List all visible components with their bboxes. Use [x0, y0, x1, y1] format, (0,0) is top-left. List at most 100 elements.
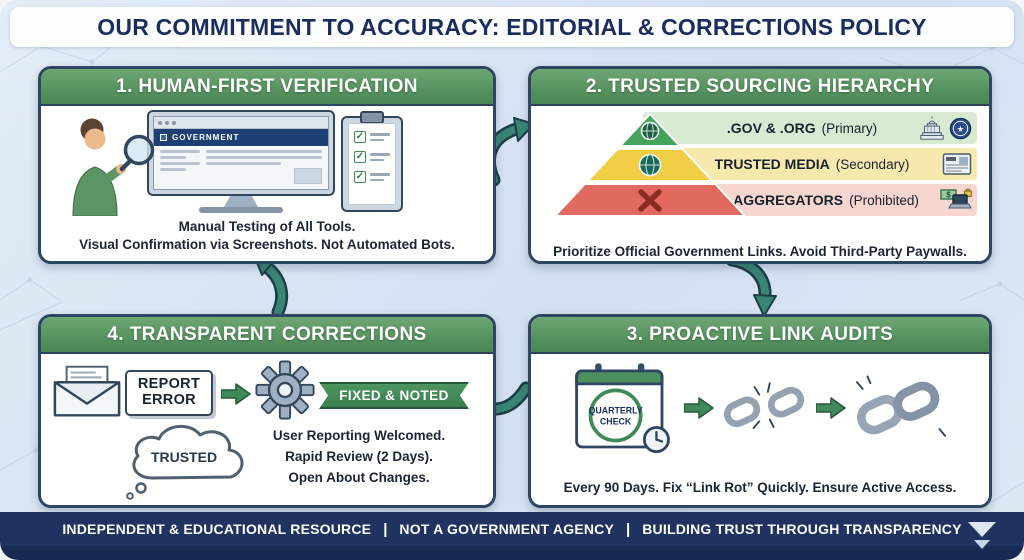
panel-3-header: 3. PROACTIVE LINK AUDITS	[531, 317, 989, 354]
header-band: OUR COMMITMENT TO ACCURACY: EDITORIAL & …	[10, 7, 1014, 47]
tier-gov-name: .GOV & .ORG	[726, 120, 816, 136]
audit-illustration-row: QUARTERLY CHECK	[535, 356, 985, 460]
screen-government-label: GOVERNMENT	[172, 133, 240, 142]
globe-icon	[640, 121, 660, 141]
trusted-cloud-icon: TRUSTED	[126, 425, 244, 500]
browser-bar	[154, 117, 328, 129]
tier-media-icons	[942, 152, 972, 176]
audits-caption: Every 90 Days. Fix “Link Rot” Quickly. E…	[563, 480, 957, 496]
panel-human-first-verification: 1. HUMAN-FIRST VERIFICATION	[38, 66, 496, 264]
footer-item-transparency: BUILDING TRUST THROUGH TRANSPARENCY	[642, 521, 962, 537]
panel-1-title: 1. HUMAN-FIRST VERIFICATION	[116, 75, 418, 97]
panel-proactive-link-audits: 3. PROACTIVE LINK AUDITS QUARTERLY CHECK	[528, 314, 992, 508]
footer-bottom-strip	[0, 546, 1024, 560]
prohibited-x-icon	[638, 189, 662, 212]
browser-dot	[165, 120, 169, 125]
calendar-green-circle	[588, 388, 643, 443]
panel-trusted-sourcing-hierarchy: 2. TRUSTED SOURCING HIERARCHY .GOV & .OR…	[528, 66, 992, 264]
fixed-noted-banner: FIXED & NOTED	[319, 382, 469, 409]
panel-1-body: GOVERNMENT	[41, 106, 493, 261]
monitor-bezel: GOVERNMENT	[147, 110, 335, 196]
footer-separator: |	[383, 520, 388, 538]
broken-chain-icon	[724, 382, 805, 429]
checkbox-check-icon: ✓	[354, 131, 366, 143]
tier-gov-icons: ★	[918, 115, 972, 141]
checklist-clipboard-icon: ✓ ✓ ✓	[341, 111, 403, 212]
browser-dot	[158, 120, 162, 125]
paywall-laptop-cash-icon: $	[940, 188, 972, 209]
capitol-building-icon	[920, 116, 944, 140]
corrections-caption-line2: Rapid Review (2 Days).	[285, 448, 433, 464]
official-seal-icon: ★	[949, 117, 972, 139]
footer-item-not-government: NOT A GOVERNMENT AGENCY	[399, 521, 615, 537]
panel-4-header: 4. TRANSPARENT CORRECTIONS	[41, 317, 493, 354]
panel-transparent-corrections: 4. TRANSPARENT CORRECTIONS REPORT ERROR	[38, 314, 496, 508]
verification-caption: Manual Testing of All Tools. Visual Conf…	[47, 218, 487, 254]
corrections-caption: User Reporting Welcomed. Rapid Review (2…	[237, 426, 481, 489]
monitor-stand	[224, 196, 258, 207]
footer-logo-chevron-icon	[968, 522, 996, 549]
checkbox-check-icon: ✓	[354, 151, 366, 163]
break-spark-lines	[752, 382, 775, 429]
clock-icon	[642, 426, 670, 454]
report-error-label: REPORT ERROR	[125, 370, 213, 416]
corrections-caption-line3: Open About Changes.	[288, 469, 430, 485]
site-main-lines	[206, 150, 322, 185]
verification-caption-line1: Manual Testing of All Tools.	[178, 219, 356, 235]
tier-aggregators-icons: $	[940, 187, 972, 213]
tier-media-qualifier: (Secondary)	[835, 156, 910, 172]
sourcing-caption: Prioritize Official Government Links. Av…	[553, 244, 967, 260]
step-arrow-icon	[684, 397, 714, 419]
dollar-glyph: $	[946, 191, 951, 200]
footer-bar: INDEPENDENT & EDUCATIONAL RESOURCE | NOT…	[0, 512, 1024, 546]
panel-2-header: 2. TRUSTED SOURCING HIERARCHY	[531, 69, 989, 106]
report-error-line1: REPORT	[137, 376, 201, 393]
calendar-label-line2: CHECK	[600, 417, 632, 427]
newspaper-icon	[942, 153, 972, 175]
site-sidebar-lines	[160, 150, 200, 185]
site-logo-icon	[160, 134, 167, 141]
report-envelope-icon	[53, 365, 121, 417]
checkbox-check-icon: ✓	[354, 171, 366, 183]
panel-3-title: 3. PROACTIVE LINK AUDITS	[626, 323, 894, 345]
tier-band-gov: .GOV & .ORG (Primary)	[643, 112, 977, 144]
report-error-line2: ERROR	[142, 392, 196, 408]
globe-icon	[638, 153, 662, 177]
sourcing-pyramid	[552, 112, 748, 217]
site-content	[154, 146, 328, 189]
checklist-row: ✓	[354, 171, 390, 183]
site-content-block	[294, 168, 322, 184]
tier-aggregators-qualifier: (Prohibited)	[849, 192, 919, 208]
panel-1-header: 1. HUMAN-FIRST VERIFICATION	[41, 69, 493, 106]
page-title: OUR COMMITMENT TO ACCURACY: EDITORIAL & …	[97, 13, 927, 40]
monitor-illustration: GOVERNMENT	[147, 110, 335, 213]
browser-dot	[172, 120, 176, 125]
step-arrow-icon	[221, 383, 251, 405]
panel-2-title: 2. TRUSTED SOURCING HIERARCHY	[585, 75, 935, 97]
seal-star-glyph: ★	[957, 123, 965, 133]
quarterly-check-calendar-icon: QUARTERLY CHECK	[575, 363, 670, 454]
corrections-caption-line1: User Reporting Welcomed.	[272, 428, 446, 443]
step-arrow-icon	[816, 397, 846, 419]
tier-aggregators-name: AGGREGATORS	[733, 192, 844, 208]
panel-2-body: .GOV & .ORG (Primary)	[531, 112, 989, 261]
verification-caption-line2: Visual Confirmation via Screenshots. Not…	[79, 237, 455, 253]
panel-3-body: QUARTERLY CHECK	[531, 354, 989, 505]
calendar-label-line1: QUARTERLY	[589, 406, 643, 416]
trusted-cloud-label: TRUSTED	[151, 449, 217, 465]
tier-gov-qualifier: (Primary)	[821, 120, 878, 136]
link-spark-lines	[855, 375, 947, 437]
panel-4-title: 4. TRANSPARENT CORRECTIONS	[107, 323, 427, 345]
monitor-screen: GOVERNMENT	[153, 116, 329, 190]
footer-item-independent: INDEPENDENT & EDUCATIONAL RESOURCE	[62, 521, 372, 537]
gear-icon	[255, 360, 315, 420]
checklist-row: ✓	[354, 131, 390, 143]
panel-4-body: REPORT ERROR	[41, 354, 493, 505]
fixed-noted-label: FIXED & NOTED	[339, 388, 449, 403]
monitor-base	[199, 207, 283, 213]
government-site-navbar: GOVERNMENT	[154, 129, 328, 146]
clipboard-paper: ✓ ✓ ✓	[348, 123, 396, 205]
footer-separator: |	[626, 520, 631, 538]
checklist-row: ✓	[354, 151, 390, 163]
